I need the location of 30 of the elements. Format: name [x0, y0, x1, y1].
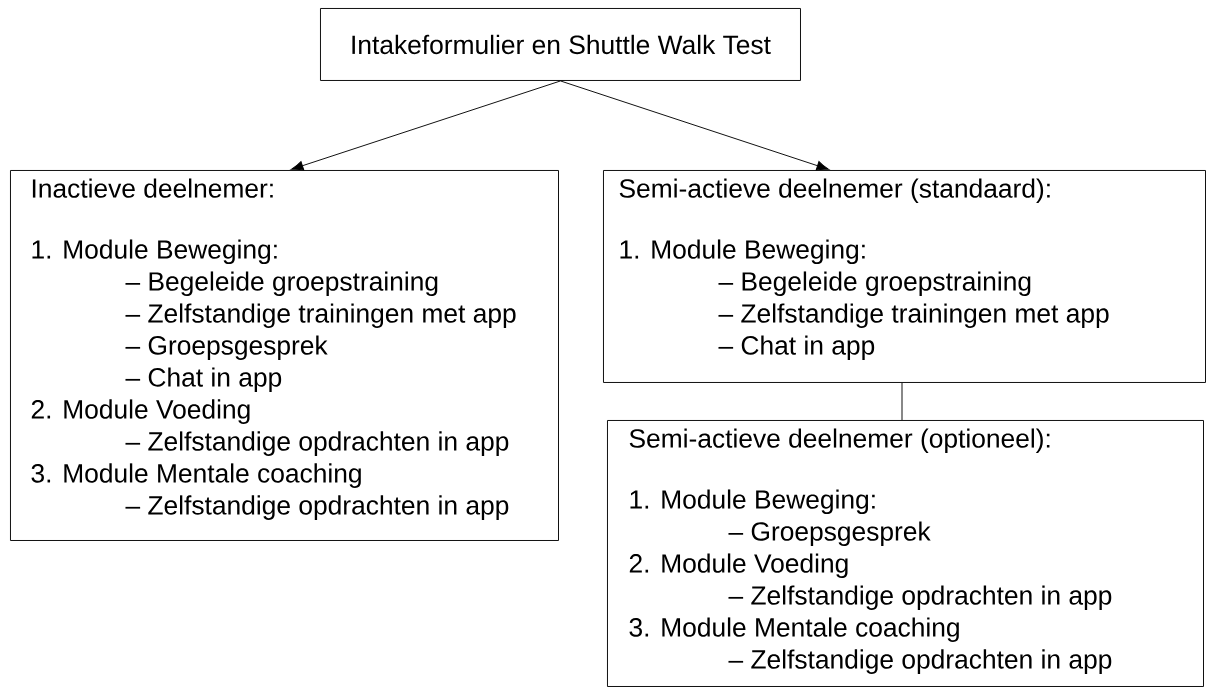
- numbered-item: 2. Module Voeding: [31, 399, 250, 424]
- list-item: – Begeleide groepstraining: [718, 271, 1031, 296]
- numbered-item: 1. Module Beweging:: [620, 239, 865, 265]
- arrow: [560, 80, 830, 171]
- text-box: [607, 420, 1204, 687]
- list-item: – Zelfstandige opdrachten in app: [125, 431, 509, 456]
- text-box: [10, 170, 559, 541]
- box-heading: Intakeformulier en Shuttle Walk Test: [352, 34, 771, 55]
- numbered-item: 3. Module Mentale coaching: [629, 617, 959, 642]
- box-heading: Semi-actieve deelnemer (standaard):: [619, 178, 1050, 204]
- list-item: – Zelfstandige trainingen met app: [718, 303, 1109, 328]
- list-item: – Zelfstandige opdrachten in app: [728, 585, 1112, 610]
- list-item: – Groepsgesprek: [125, 335, 328, 360]
- list-item: – Groepsgesprek: [728, 521, 931, 546]
- numbered-item: 3. Module Mentale coaching: [31, 463, 361, 488]
- list-item: – Zelfstandige trainingen met app: [125, 303, 516, 328]
- numbered-item: 2. Module Voeding: [629, 553, 848, 578]
- numbered-item: 1. Module Beweging:: [630, 489, 875, 515]
- text-box: [603, 170, 1206, 383]
- list-item: – Chat in app: [125, 367, 282, 392]
- box-heading: Semi-actieve deelnemer (optioneel):: [629, 428, 1050, 454]
- list-item: – Zelfstandige opdrachten in app: [125, 495, 509, 520]
- list-item: – Chat in app: [718, 335, 875, 360]
- numbered-item: 1. Module Beweging:: [32, 239, 277, 265]
- arrow: [290, 80, 561, 171]
- box-heading: Inactieve deelnemer:: [32, 178, 273, 198]
- connector-line: [901, 382, 903, 421]
- text-box: [320, 8, 801, 81]
- list-item: – Begeleide groepstraining: [125, 271, 438, 296]
- list-item: – Zelfstandige opdrachten in app: [728, 649, 1112, 674]
